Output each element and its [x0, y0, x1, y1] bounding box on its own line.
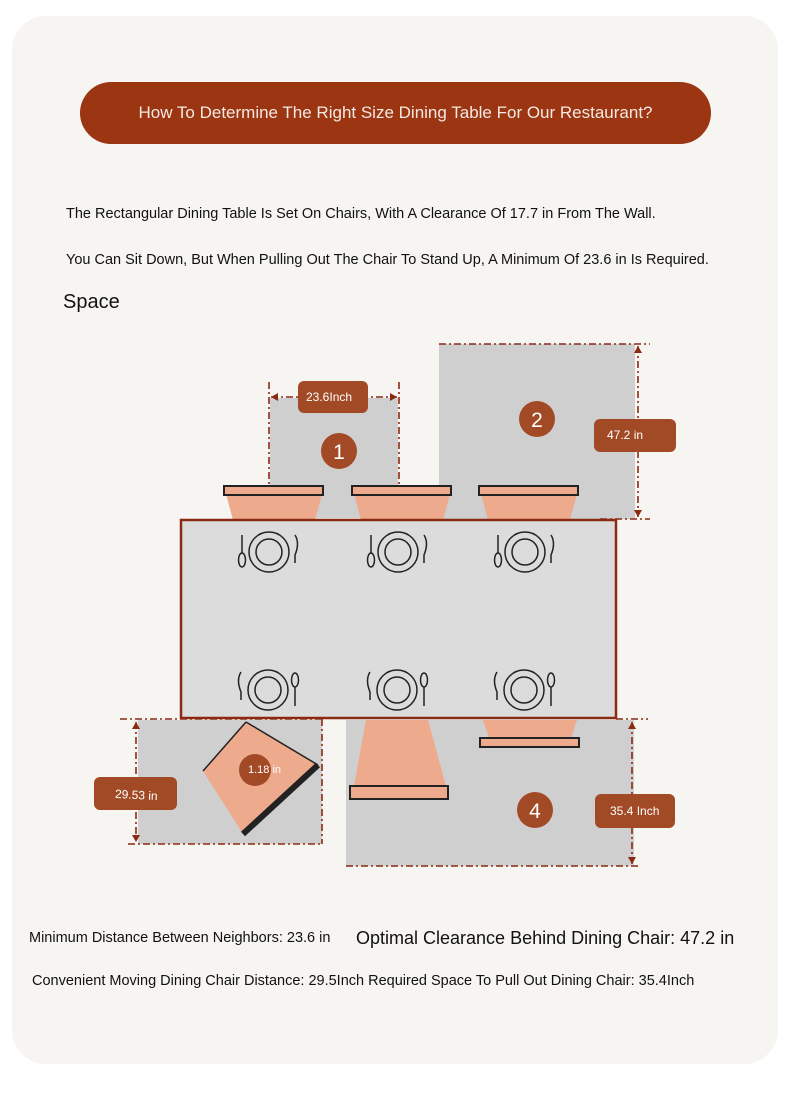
- place-setting: [493, 669, 556, 711]
- dim-label-2: 47.2 in: [607, 428, 644, 442]
- chair: [351, 485, 452, 520]
- footer-neighbors: Minimum Distance Between Neighbors: 23.6…: [29, 930, 331, 946]
- footer-moving-distance: Convenient Moving Dining Chair Distance:…: [32, 973, 695, 989]
- intro-line-2: You Can Sit Down, But When Pulling Out T…: [66, 252, 709, 268]
- marker-1: [321, 433, 357, 469]
- intro-line-1: The Rectangular Dining Table Is Set On C…: [66, 206, 656, 222]
- dim-label-1: 23.6Inch: [306, 390, 353, 404]
- chair: [478, 485, 579, 520]
- marker-1-label: 1: [333, 441, 345, 464]
- footer-clearance: Optimal Clearance Behind Dining Chair: 4…: [356, 928, 735, 948]
- chair-tucked: [479, 720, 580, 748]
- dim-label-3b: 1.18 in: [248, 764, 282, 776]
- marker-2-label: 2: [531, 409, 543, 432]
- dim-label-4: 35.4 Inch: [610, 804, 660, 818]
- space-heading: Space: [63, 291, 120, 313]
- place-setting: [493, 531, 555, 573]
- chair: [223, 485, 324, 520]
- dim-label-3: 29.53 in: [114, 786, 159, 804]
- marker-2: [519, 401, 555, 437]
- place-setting: [237, 669, 300, 711]
- top-chairs: [223, 485, 579, 520]
- dimension-badges: [94, 381, 676, 828]
- place-settings: [237, 531, 556, 711]
- title-banner: How To Determine The Right Size Dining T…: [80, 82, 711, 144]
- zone-markers: [239, 401, 555, 828]
- chair-pulled-out: [349, 720, 449, 800]
- place-setting: [237, 531, 299, 573]
- marker-4: [517, 792, 553, 828]
- marker-numbers: 1 2 4: [333, 409, 543, 823]
- dimension-arrows: [132, 346, 642, 864]
- place-setting: [366, 531, 428, 573]
- marker-4-label: 4: [529, 800, 541, 823]
- page-title: How To Determine The Right Size Dining T…: [138, 103, 653, 122]
- place-setting: [366, 669, 429, 711]
- marker-3: [239, 754, 271, 786]
